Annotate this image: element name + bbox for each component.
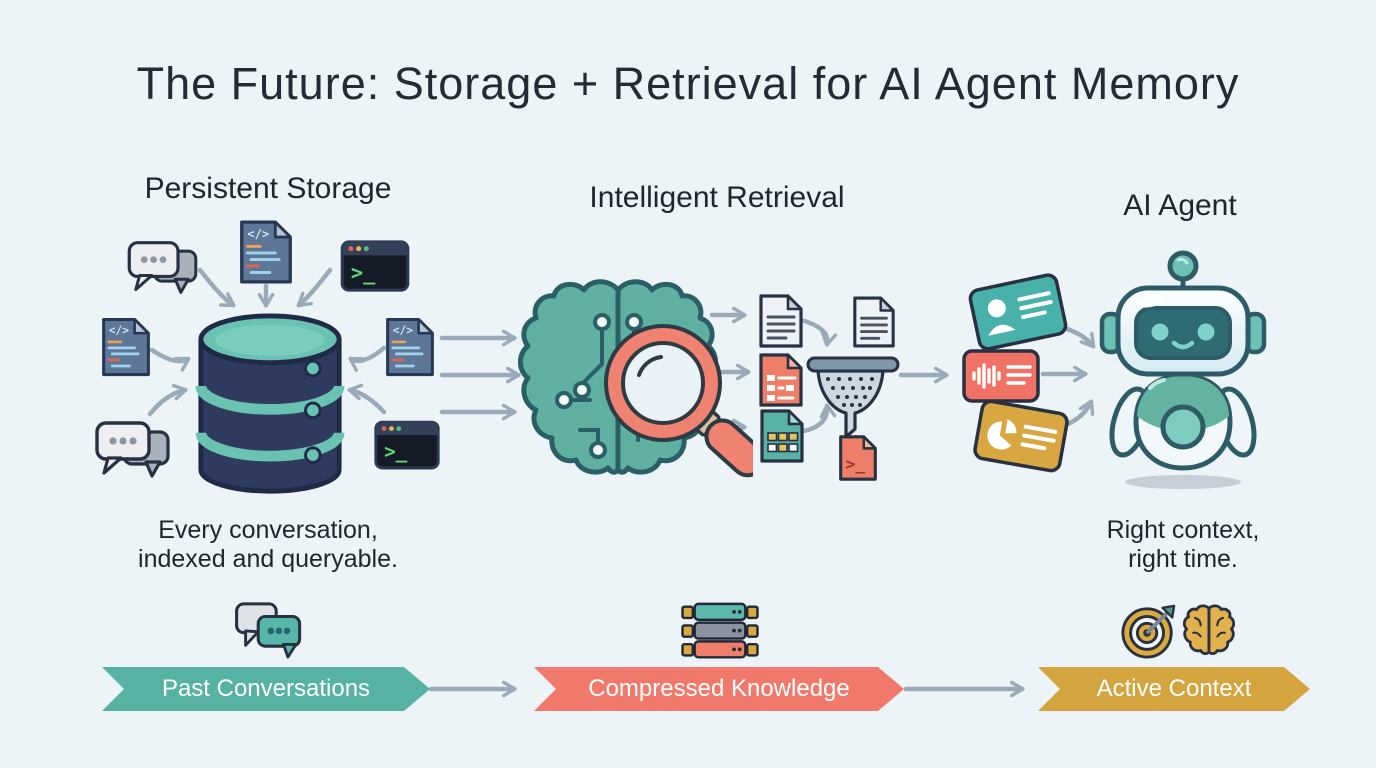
terminal-icon xyxy=(374,420,440,472)
flow-step-label: Past Conversations xyxy=(161,675,371,702)
flow-step-past-conversations: Past Conversations xyxy=(102,667,430,711)
page-title: The Future: Storage + Retrieval for AI A… xyxy=(136,58,1240,109)
flow-step-compressed-knowledge: Compressed Knowledge xyxy=(534,667,904,711)
arrow xyxy=(197,267,236,308)
code-file-icon xyxy=(100,316,152,378)
storage-heading: Persistent Storage xyxy=(144,172,392,205)
retrieval-heading: Intelligent Retrieval xyxy=(589,181,845,214)
arrow xyxy=(147,383,188,417)
agent-heading: AI Agent xyxy=(1123,189,1237,222)
brain-gold-icon xyxy=(1182,602,1236,658)
form-document-icon xyxy=(757,351,805,409)
arrow xyxy=(348,345,387,372)
magnifier-icon xyxy=(603,323,753,513)
flow-step-active-context: Active Context xyxy=(1038,667,1310,711)
audio-card-icon xyxy=(962,349,1040,403)
document-icon xyxy=(757,292,805,350)
terminal-doc-icon xyxy=(836,433,880,483)
chat-bubbles-icon xyxy=(126,238,200,298)
code-file-icon xyxy=(238,218,294,286)
robot-icon xyxy=(1098,250,1268,490)
arrow xyxy=(798,317,838,347)
code-file-icon xyxy=(384,316,436,378)
chat-bubbles-icon xyxy=(94,418,172,482)
database-icon xyxy=(192,312,348,497)
funnel-icon xyxy=(806,352,902,444)
terminal-icon xyxy=(340,240,410,294)
arrow xyxy=(296,267,333,308)
arrow xyxy=(347,383,387,415)
agent-caption: Right context, right time. xyxy=(1106,516,1260,573)
grid-document-icon xyxy=(758,407,806,465)
chat-bubbles-icon xyxy=(233,600,305,660)
flow-step-label: Active Context xyxy=(1096,675,1252,702)
arrow xyxy=(149,347,191,372)
document-icon xyxy=(851,294,897,350)
server-stack-icon xyxy=(678,602,762,662)
target-icon xyxy=(1120,602,1178,660)
flow-step-label: Compressed Knowledge xyxy=(588,675,850,702)
storage-caption: Every conversation, indexed and queryabl… xyxy=(138,516,398,573)
arrow xyxy=(796,403,837,435)
